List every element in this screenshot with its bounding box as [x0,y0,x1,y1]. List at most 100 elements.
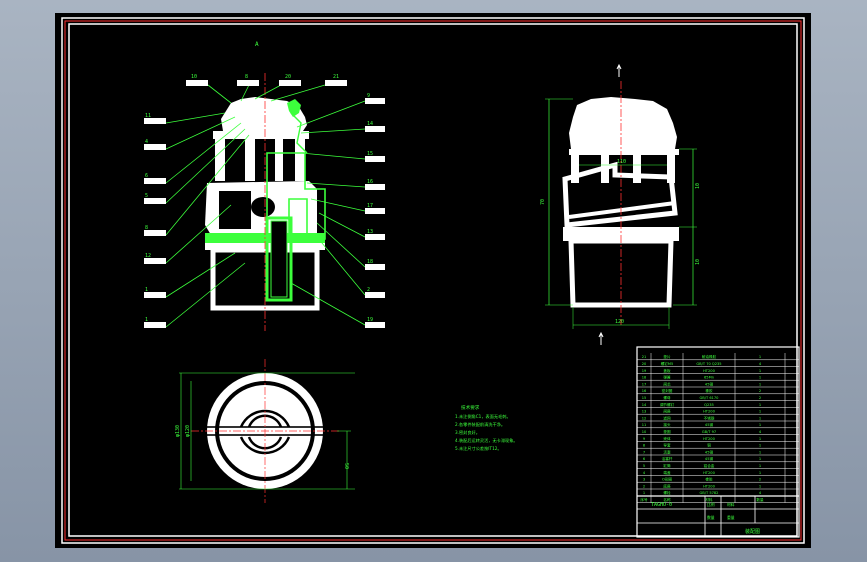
parts-cell-name: 弹簧 [663,375,671,380]
red-frame [64,20,802,541]
svg-text:12: 12 [145,253,151,259]
callout-left-1: 11 [144,112,226,124]
parts-cell-no: 13 [642,410,647,414]
parts-cell-no: 10 [642,430,647,434]
parts-cell-no: 17 [642,382,647,386]
parts-cell-qty: 2 [759,396,761,400]
parts-cell-qty: 1 [759,457,761,461]
parts-cell-mat: 橡胶 [705,477,713,482]
parts-cell-mat: HT200 [703,471,715,475]
parts-cell-qty: 1 [759,416,761,420]
parts-cell-qty: 2 [759,389,761,393]
side-column-1 [571,155,579,183]
callout-left-3: 6 [144,122,242,184]
parts-cell-qty: 1 [759,376,761,380]
parts-cell-no: 1 [643,491,645,495]
parts-cell-name: 调节螺钉 [660,402,675,407]
parts-cell-qty: 1 [759,369,761,373]
parts-cell-name: 名称 [663,497,671,502]
parts-cell-no: 9 [643,437,646,441]
parts-cell-no: 5 [643,464,645,468]
label-scale: 比例 [707,502,715,507]
inner-frame [68,23,798,537]
callout-top-2: 8 [237,74,259,102]
body-bore [251,197,275,217]
parts-cell-no: 20 [642,362,647,366]
parts-cell-no: 12 [642,416,647,420]
side-bowl [568,238,674,308]
drawing-sheet: A 11 4 6 5 8 12 [55,13,811,548]
top-cap [221,97,307,131]
svg-text:8: 8 [245,74,248,80]
svg-text:10: 10 [191,74,197,80]
parts-cell-mat: 45钢 [705,449,714,454]
parts-cell-no: 18 [642,376,647,380]
parts-cell-name: 阀座 [663,409,671,414]
parts-cell-mat: 耐油橡胶 [702,354,717,359]
parts-cell-no: 15 [642,396,647,400]
callout-left-2: 4 [144,116,236,150]
svg-text:19: 19 [367,317,373,323]
parts-cell-name: 滤网 [663,415,671,420]
parts-cell-qty: 1 [759,444,761,448]
svg-text:13: 13 [367,229,373,235]
technical-notes: 技术要求 1.未注倒角C1，表面无毛刺。 2.各零件装配前清洗干净。 3.密封良… [455,404,518,452]
side-top-cap [569,97,677,149]
outer-frame [61,17,805,544]
dim-plan-outer-text: φ130 [175,425,181,437]
svg-text:14: 14 [367,121,373,127]
parts-cell-qty: 2 [759,478,761,482]
parts-cell-mat: GB/T 97 [702,430,716,434]
svg-text:4: 4 [145,139,148,145]
drawing-code: TAGHU-0 [651,502,672,508]
parts-cell-no: 6 [643,457,646,461]
note-4: 4.装配后运转灵活，无卡滞现象。 [455,437,518,444]
callout-right-5: 17 [310,198,385,214]
shaft-bore [270,220,288,298]
svg-text:15: 15 [367,151,373,157]
parts-cell-mat: GB/T 70 Q235 [696,362,721,366]
parts-header-row: 序号名称材料数量 [637,497,799,503]
callout-right-1: 9 [296,93,385,128]
parts-cell-name: 盖板 [663,368,671,373]
label-weight: 重量 [727,515,735,520]
callout-left-5: 8 [144,134,250,236]
parts-cell-qty: 4 [759,491,762,495]
dim-lower-text: 10 [695,259,701,265]
parts-cell-name: 垫圈 [663,429,671,434]
svg-text:6: 6 [145,173,148,179]
section-arrow-top-icon [616,63,622,77]
callout-right-7: 18 [316,222,385,270]
parts-cell-mat: HT200 [703,369,715,373]
callout-right-4: 16 [306,179,385,190]
svg-text:11: 11 [145,113,151,119]
parts-cell-mat: 45钢 [705,381,714,386]
note-5: 5.未注尺寸公差按IT12。 [455,445,502,452]
parts-cell-mat: 橡胶 [705,388,713,393]
view-label: A [255,41,259,48]
parts-cell-mat: GB/T 6170 [700,396,720,400]
parts-cell-no: 3 [643,478,645,482]
parts-cell-mat: HT200 [703,437,715,441]
note-3: 3.密封良好。 [455,429,480,436]
top-fitting [287,99,301,117]
front-section-view [205,73,326,331]
label-material: 材料 [727,502,735,507]
parts-cell-qty: 数量 [756,497,764,502]
parts-cell-qty: 1 [759,355,761,359]
parts-cell-mat: 45钢 [705,422,714,427]
parts-cell-mat: Q235 [704,403,714,407]
parts-cell-mat: GB/T 5782 [700,491,719,495]
section-line-top [290,112,308,154]
